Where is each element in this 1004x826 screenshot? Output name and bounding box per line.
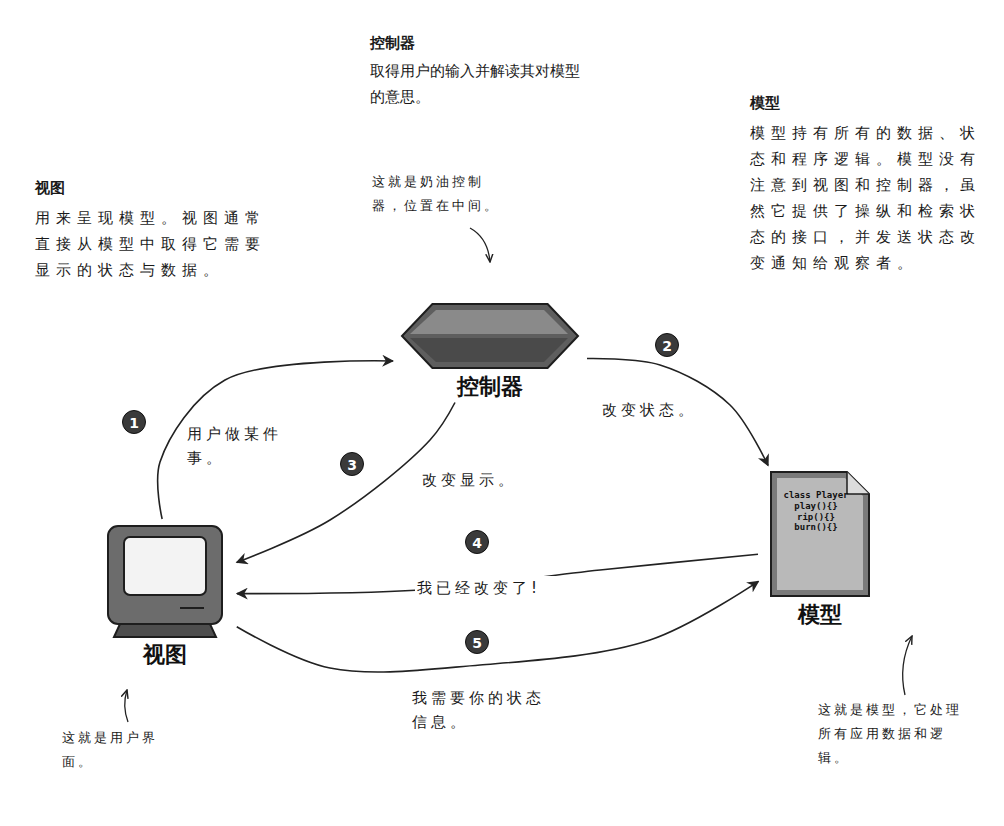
node-label: 模型	[761, 602, 879, 628]
section-heading: 控制器	[370, 33, 570, 53]
hex-icon	[400, 300, 580, 372]
callout-number-box: 1	[122, 410, 146, 434]
description-text: 取得用户的输入并解读其对模型的意思。	[370, 58, 585, 110]
description-text-box: 取得用户的输入并解读其对模型的意思。	[370, 58, 585, 110]
edge-label: 用户做某件事。	[185, 422, 299, 470]
annotation-note: 这就是奶油控制器，位置在中间。	[372, 170, 512, 218]
edge-label: 改变状态。	[600, 398, 714, 422]
edge-label: 我已经改变了!	[415, 576, 569, 600]
node-label: 视图	[96, 642, 234, 668]
section-heading-box: 视图	[35, 178, 235, 198]
callout-number: 2	[655, 333, 679, 357]
controller-node: 控制器	[396, 300, 584, 400]
callout-number: 5	[465, 630, 489, 654]
view-node: 视图	[96, 522, 234, 668]
section-heading: 视图	[35, 178, 235, 198]
edge-label: 改变显示。	[420, 468, 534, 492]
callout-number: 4	[465, 530, 489, 554]
annotation-note: 这就是模型，它处理所有应用数据和逻辑。	[818, 698, 968, 770]
callout-number-box: 4	[465, 530, 489, 554]
callout-number-box: 2	[655, 333, 679, 357]
edge-label: 我需要你的状态信息。	[410, 686, 564, 734]
doc-icon	[765, 468, 875, 600]
leader-line	[125, 690, 128, 722]
annotation-note-box: 这就是模型，它处理所有应用数据和逻辑。	[818, 698, 968, 770]
annotation-note-box: 这就是用户界面。	[62, 726, 172, 774]
model-node: class Player play(){} rip(){} burn(){} 模型	[761, 468, 879, 628]
callout-number-box: 3	[340, 452, 364, 476]
section-heading-box: 模型	[750, 93, 950, 113]
description-text: 用来呈现模型。视图通常直接从模型中取得它需要显示的状态与数据。	[35, 205, 275, 283]
callout-number: 3	[340, 452, 364, 476]
node-label: 控制器	[396, 374, 584, 400]
pc-icon	[100, 522, 230, 640]
callout-number: 1	[122, 410, 146, 434]
leader-line	[903, 636, 912, 695]
flow-arrow	[587, 359, 768, 466]
code-text: class Player play(){} rip(){} burn(){}	[779, 490, 853, 533]
description-text: 模型持有所有的数据、状态和程序逻辑。模型没有注意到视图和控制器，虽然它提供了操纵…	[750, 120, 990, 276]
description-text-box: 用来呈现模型。视图通常直接从模型中取得它需要显示的状态与数据。	[35, 205, 275, 283]
callout-number-box: 5	[465, 630, 489, 654]
flow-arrow	[158, 361, 393, 519]
annotation-note-box: 这就是奶油控制器，位置在中间。	[372, 170, 512, 218]
leader-line	[470, 228, 490, 262]
description-text-box: 模型持有所有的数据、状态和程序逻辑。模型没有注意到视图和控制器，虽然它提供了操纵…	[750, 120, 990, 276]
leader-lines	[125, 228, 912, 722]
section-heading-box: 控制器	[370, 33, 570, 53]
annotation-note: 这就是用户界面。	[62, 726, 172, 774]
section-heading: 模型	[750, 93, 950, 113]
